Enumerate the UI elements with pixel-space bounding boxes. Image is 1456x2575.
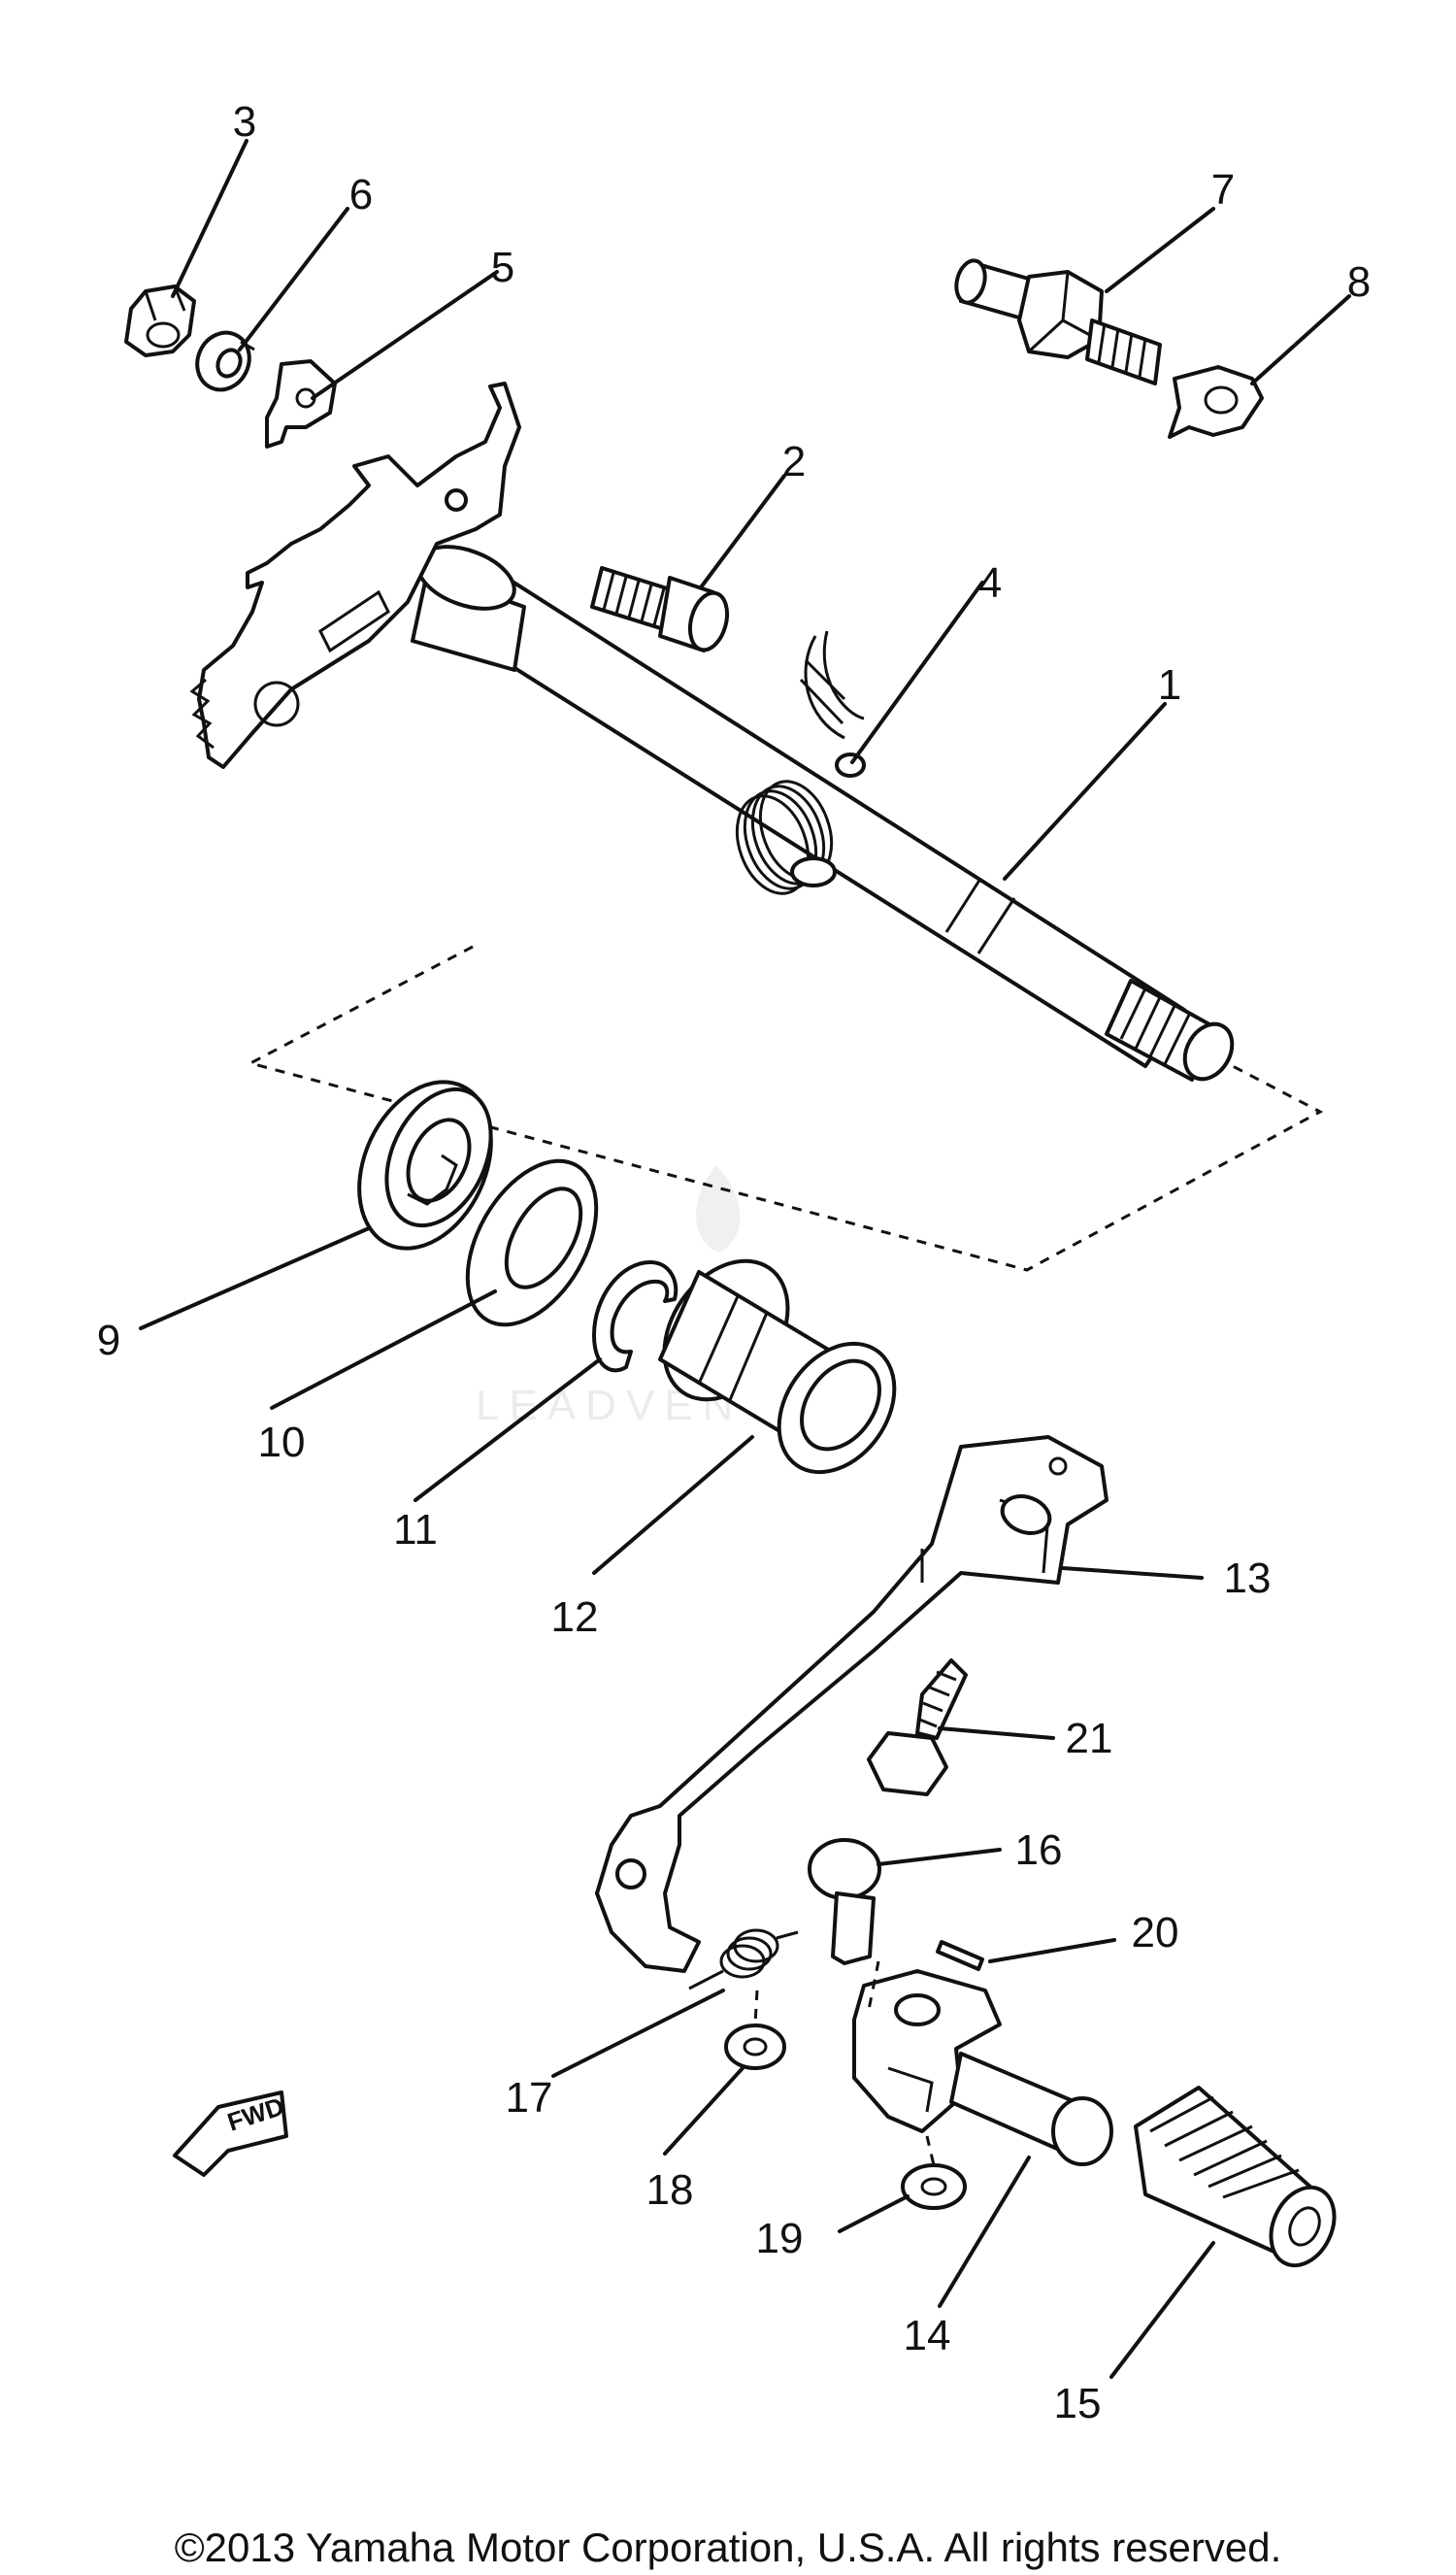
callout-11: 11	[393, 1506, 438, 1554]
callout-20: 20	[1132, 1909, 1179, 1956]
stopper-bolt	[590, 566, 730, 652]
small-spring	[688, 1928, 799, 1990]
lock-plate	[265, 359, 337, 449]
clamp-bolt	[867, 1658, 968, 1796]
assembly-dashed-outline	[246, 945, 1324, 1272]
callout-2: 2	[782, 438, 806, 485]
tab-washer	[1168, 365, 1264, 439]
washer-18	[724, 2023, 786, 2070]
return-spring	[735, 630, 866, 895]
callout-14: 14	[904, 2312, 951, 2359]
callout-12: 12	[551, 1593, 599, 1641]
callout-13: 13	[1224, 1555, 1272, 1602]
callout-6: 6	[349, 171, 373, 218]
flat-washer	[465, 1158, 599, 1327]
callout-10: 10	[258, 1419, 306, 1466]
callout-21: 21	[1066, 1715, 1113, 1762]
collar-bushing	[658, 1258, 897, 1475]
leader-lines	[139, 139, 1351, 2379]
pedal-rubber	[1134, 2086, 1337, 2268]
callout-16: 16	[1015, 1826, 1063, 1874]
callout-17: 17	[506, 2074, 553, 2122]
pivot-bolt	[954, 258, 1162, 385]
lock-washer	[195, 330, 255, 392]
bearing	[357, 1080, 493, 1251]
callout-1: 1	[1158, 661, 1181, 709]
shift-pedal	[852, 1969, 1113, 2166]
fwd-arrow: FWD	[173, 2090, 288, 2177]
callout-18: 18	[646, 2166, 694, 2214]
washer-19	[901, 2163, 967, 2210]
callout-3: 3	[233, 98, 256, 146]
nut	[124, 284, 196, 357]
pivot-pin	[808, 1838, 881, 1965]
copyright-notice: ©2013 Yamaha Motor Corporation, U.S.A. A…	[174, 2525, 1282, 2570]
callout-15: 15	[1054, 2380, 1102, 2427]
callout-8: 8	[1347, 258, 1371, 306]
shift-shaft	[189, 382, 1235, 1082]
shift-lever	[595, 1435, 1109, 1973]
callout-4: 4	[978, 559, 1002, 607]
callout-5: 5	[491, 244, 514, 291]
callout-7: 7	[1211, 166, 1235, 214]
circlip	[592, 1260, 678, 1373]
cotter-pin	[936, 1940, 984, 1971]
callout-19: 19	[756, 2215, 804, 2262]
callout-labels: 3 6 5 2 4 1 7 8 9 10 11 12 13 21 16 20 1…	[97, 98, 1371, 2427]
callout-9: 9	[97, 1317, 120, 1364]
